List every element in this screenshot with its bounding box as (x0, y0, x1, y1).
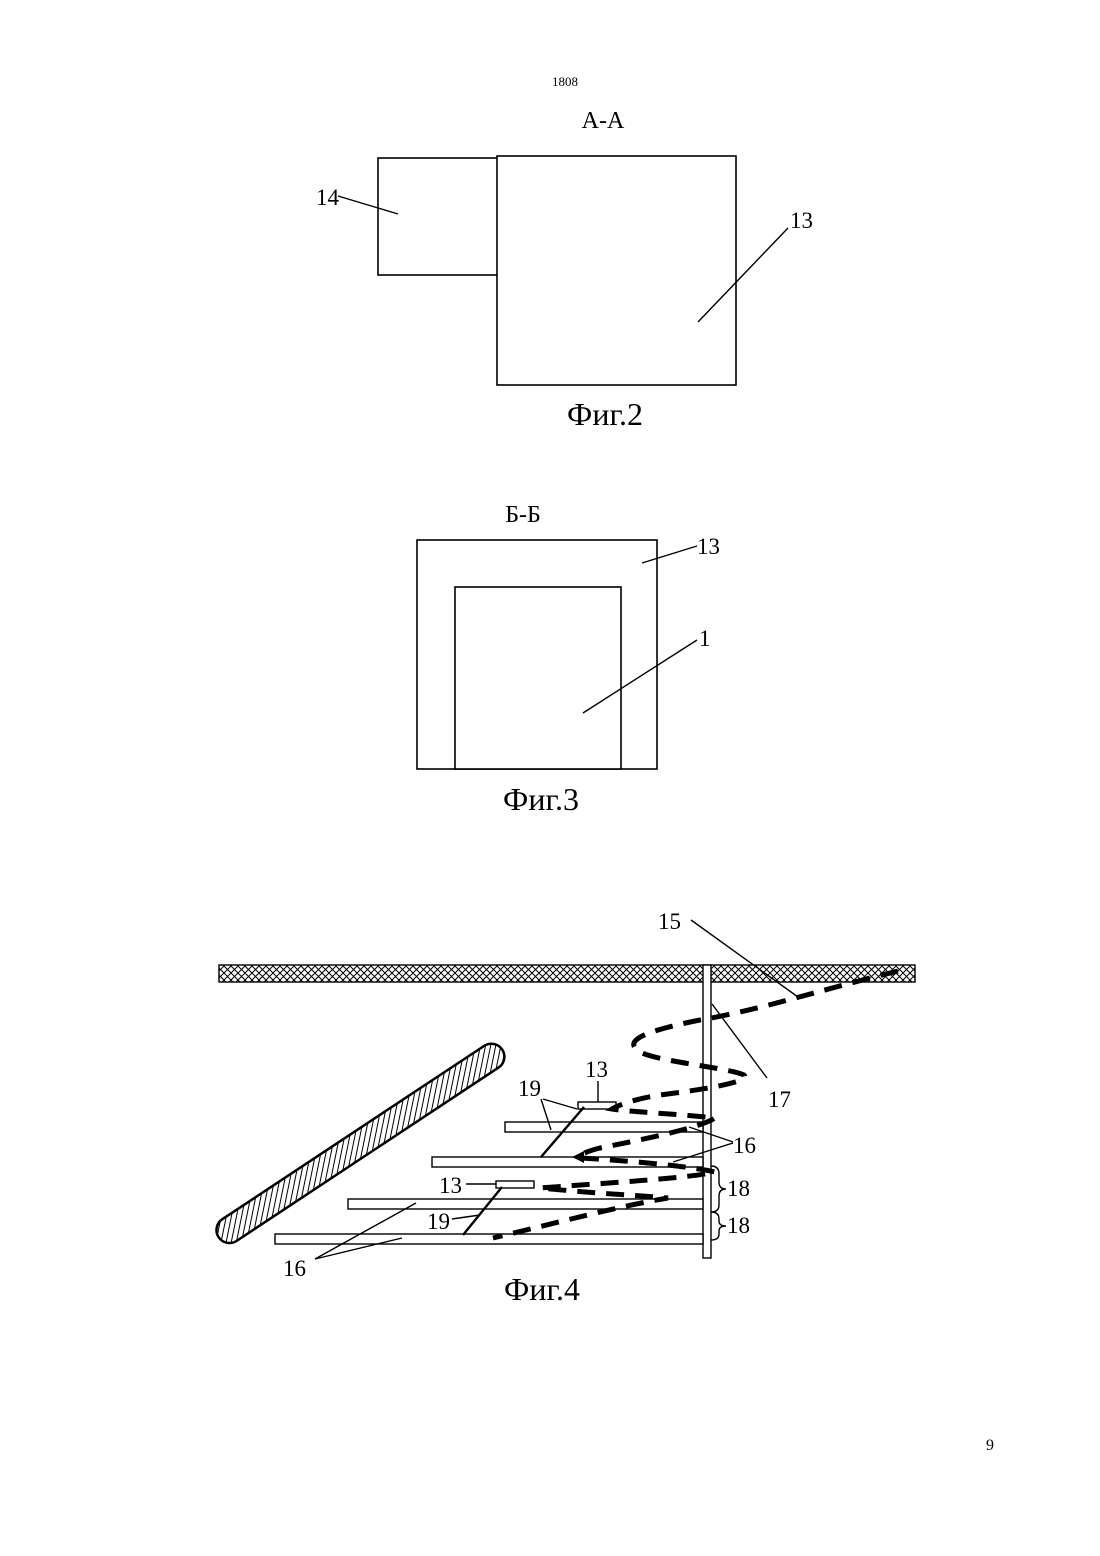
fig2-label-13: 13 (790, 208, 813, 233)
fig4-label-16-left: 16 (283, 1256, 306, 1281)
fig2-part-13 (497, 156, 736, 385)
fig4-leader-16-left-a (315, 1203, 416, 1259)
fig4-ceiling-slab-15 (219, 965, 915, 982)
figure-3: Б-Б 13 1 Фиг.3 (417, 502, 720, 817)
fig3-section-label: Б-Б (505, 502, 541, 528)
fig4-label-13-upper: 13 (585, 1057, 608, 1082)
fig4-label-18-lower: 18 (727, 1213, 750, 1238)
fig2-label-14: 14 (316, 185, 340, 210)
fig4-caption: Фиг.4 (504, 1271, 580, 1307)
fig2-caption: Фиг.2 (567, 396, 643, 432)
fig4-dashed-path (493, 971, 898, 1238)
fig2-section-label: А-А (582, 108, 625, 134)
fig4-label-19-lower: 19 (427, 1209, 450, 1234)
fig4-label-18-upper: 18 (727, 1176, 750, 1201)
fig3-inner-part-1 (455, 587, 621, 769)
page-number: 9 (986, 1437, 994, 1454)
fig4-leader-17 (712, 1004, 767, 1078)
document-number: 1808 (552, 74, 578, 89)
fig3-label-13: 13 (697, 534, 720, 559)
fig4-leader-19-upper-b (543, 1099, 577, 1109)
figure-4: 15 17 13 13 19 19 16 16 18 18 Фиг.4 (211, 909, 915, 1307)
fig4-rod-19-lower (463, 1187, 502, 1235)
fig4-label-17: 17 (768, 1087, 791, 1112)
fig4-shelf-3 (348, 1199, 703, 1209)
fig4-shelf-4 (275, 1234, 703, 1244)
fig4-shelf-2 (432, 1157, 703, 1167)
fig4-label-19-upper: 19 (518, 1076, 541, 1101)
fig3-label-1: 1 (699, 626, 711, 651)
fig4-vertical-post-17 (703, 965, 711, 1258)
fig3-caption: Фиг.3 (503, 781, 579, 817)
fig4-brace-18-lower (711, 1212, 726, 1240)
fig2-part-14 (378, 158, 498, 275)
fig4-label-13-lower: 13 (439, 1173, 462, 1198)
fig4-label-15: 15 (658, 909, 681, 934)
figure-2: А-А 14 13 Фиг.2 (316, 108, 813, 432)
fig4-label-16-right: 16 (733, 1133, 756, 1158)
